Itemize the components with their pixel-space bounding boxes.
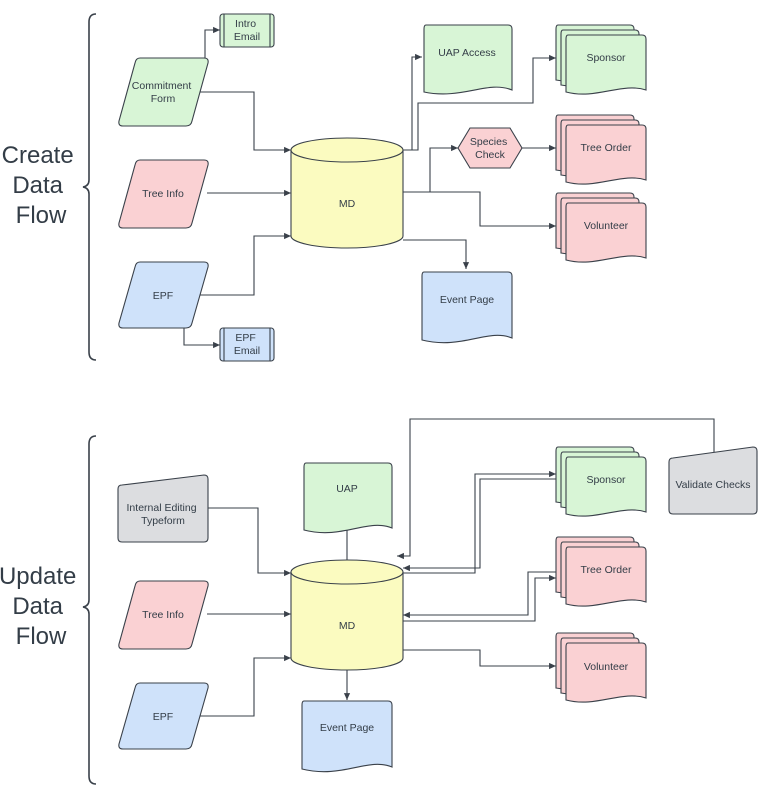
connector-tree-order-to-md bbox=[403, 571, 556, 619]
volunteer-node: Volunteer bbox=[555, 192, 647, 263]
commitment-form-label: Commitment Form bbox=[132, 80, 194, 105]
update-sponsor-label: Sponsor bbox=[586, 474, 626, 486]
update-event-page-label: Event Page bbox=[320, 722, 374, 734]
connector-sponsor-to-md bbox=[403, 478, 556, 572]
epf-email-label: EPF Email bbox=[234, 332, 260, 357]
update-tree-order-node: Tree Order bbox=[555, 536, 647, 607]
tree-info-node: Tree Info bbox=[118, 159, 209, 229]
sponsor-label: Sponsor bbox=[586, 52, 626, 64]
tree-info-label: Tree Info bbox=[142, 188, 184, 200]
connector-epf-to-md bbox=[200, 232, 291, 296]
connector-commitment-to-intro-email bbox=[204, 26, 220, 58]
tree-order-node: Tree Order bbox=[555, 114, 647, 185]
sponsor-node: Sponsor bbox=[555, 24, 647, 95]
update-epf-label: EPF bbox=[153, 711, 173, 723]
epf-node: EPF bbox=[118, 261, 209, 329]
validate-checks-node: Validate Checks bbox=[668, 446, 758, 515]
epf-email-node: EPF Email bbox=[219, 327, 275, 362]
update-connectors bbox=[200, 418, 715, 717]
create-connectors bbox=[183, 26, 556, 349]
update-event-page-node: Event Page bbox=[301, 700, 393, 773]
connector-commitment-to-md bbox=[200, 91, 291, 154]
connector-md-to-species-check bbox=[403, 144, 458, 193]
uap-access-label: UAP Access bbox=[438, 47, 496, 59]
connector-md-to-event-page bbox=[403, 239, 470, 269]
connector-md-to-volunteer bbox=[403, 649, 556, 670]
update-volunteer-label: Volunteer bbox=[584, 661, 629, 673]
create-section-label: Create Data Flow bbox=[2, 142, 81, 229]
update-epf-node: EPF bbox=[118, 682, 209, 750]
update-tree-order-label: Tree Order bbox=[581, 564, 632, 576]
connector-md-to-volunteer bbox=[403, 191, 556, 230]
validate-checks-label: Validate Checks bbox=[675, 479, 750, 491]
md-label: MD bbox=[339, 198, 356, 210]
intro-email-label: Intro Email bbox=[234, 18, 260, 43]
epf-label: EPF bbox=[153, 290, 173, 302]
update-volunteer-node: Volunteer bbox=[555, 632, 647, 703]
event-page-node: Event Page bbox=[421, 271, 513, 344]
connector-internal-editing-to-md bbox=[208, 507, 291, 577]
species-check-label: Species Check bbox=[470, 136, 510, 161]
connector-md-to-sponsor bbox=[403, 470, 556, 574]
update-tree-info-node: Tree Info bbox=[118, 580, 209, 650]
event-page-label: Event Page bbox=[440, 294, 494, 306]
intro-email-node: Intro Email bbox=[219, 13, 275, 48]
update-section: Update Data Flow Internal Editing Typefo… bbox=[0, 418, 758, 785]
connector-md-to-tree-order bbox=[403, 574, 556, 622]
internal-editing-label: Internal Editing Typeform bbox=[127, 502, 200, 527]
update-md-label: MD bbox=[339, 620, 356, 632]
species-check-node: Species Check bbox=[457, 127, 523, 169]
connector-epf-to-epf-email bbox=[183, 328, 220, 349]
update-sponsor-node: Sponsor bbox=[555, 446, 647, 517]
uap-access-node: UAP Access bbox=[423, 24, 513, 95]
tree-order-label: Tree Order bbox=[581, 142, 632, 154]
update-md-database-node: MD bbox=[290, 559, 404, 671]
commitment-form-node: Commitment Form bbox=[118, 57, 209, 127]
create-section: Create Data Flow Intro Email bbox=[2, 13, 647, 362]
create-section-brace bbox=[82, 13, 97, 361]
volunteer-label: Volunteer bbox=[584, 220, 629, 232]
internal-editing-typeform-node: Internal Editing Typeform bbox=[117, 474, 209, 543]
connector-epf-to-md bbox=[200, 654, 291, 717]
uap-label: UAP bbox=[336, 483, 358, 495]
connector-validate-to-md bbox=[397, 418, 715, 560]
connector-md-to-sponsor bbox=[403, 54, 556, 151]
update-section-label: Update Data Flow bbox=[0, 563, 83, 650]
md-database-node: MD bbox=[290, 137, 404, 249]
uap-node: UAP bbox=[303, 462, 393, 534]
update-section-brace bbox=[82, 435, 97, 785]
update-tree-info-label: Tree Info bbox=[142, 609, 184, 621]
